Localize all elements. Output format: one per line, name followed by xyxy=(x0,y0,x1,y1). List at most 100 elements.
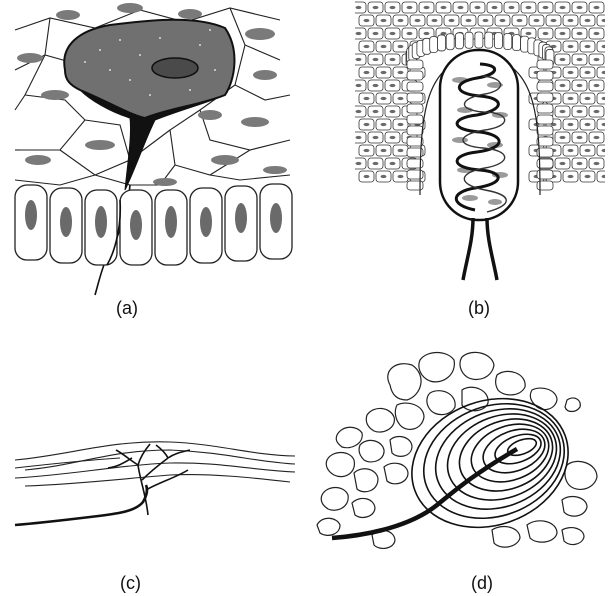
cell-nucleus xyxy=(373,6,379,9)
cell-nucleus xyxy=(449,19,455,22)
cell-nucleus xyxy=(407,6,413,9)
cell-nucleus xyxy=(356,32,362,35)
corpuscle-capsule xyxy=(440,50,518,220)
cell-nucleus xyxy=(577,136,583,139)
cell-nucleus xyxy=(390,6,396,9)
cell-nucleus xyxy=(398,45,404,48)
cell-nucleus xyxy=(551,19,557,22)
cell-nucleus xyxy=(390,32,396,35)
cell-nucleus xyxy=(560,136,566,139)
cell-nucleus xyxy=(373,136,379,139)
cell-nucleus xyxy=(381,19,387,22)
cell-nucleus xyxy=(543,6,549,9)
basal-cell xyxy=(537,60,553,69)
cell-nucleus xyxy=(398,123,404,126)
basal-cell xyxy=(407,115,423,124)
cell-nucleus xyxy=(356,136,362,139)
cell-nucleus xyxy=(585,123,591,126)
cell-nucleus xyxy=(364,149,370,152)
cell-nucleus xyxy=(568,123,574,126)
basal-cell xyxy=(407,60,423,69)
cell-nucleus xyxy=(585,97,591,100)
cell-nucleus xyxy=(424,6,430,9)
cell-nucleus xyxy=(398,149,404,152)
basal-cell xyxy=(475,32,483,48)
meissner-corpuscle-illustration xyxy=(355,0,605,290)
cell-nucleus xyxy=(560,162,566,165)
panel-b xyxy=(355,0,605,290)
cell-nucleus xyxy=(398,19,404,22)
cell-nucleus xyxy=(594,32,600,35)
cell-nucleus xyxy=(364,175,370,178)
cell-nucleus xyxy=(577,84,583,87)
basal-cell xyxy=(407,104,423,113)
basal-cell xyxy=(407,126,423,135)
cell-nucleus xyxy=(364,71,370,74)
cell-nucleus xyxy=(534,19,540,22)
cell-nucleus xyxy=(492,6,498,9)
cell-nucleus xyxy=(568,19,574,22)
cell-nucleus xyxy=(577,58,583,61)
cell-nucleus xyxy=(475,6,481,9)
cell-nucleus xyxy=(568,97,574,100)
cell-nucleus xyxy=(585,149,591,152)
cell-nucleus xyxy=(568,175,574,178)
cell-nucleus xyxy=(390,58,396,61)
cell-nucleus xyxy=(585,19,591,22)
caption-b: (b) xyxy=(468,298,490,319)
cell-nucleus xyxy=(594,136,600,139)
cell-nucleus xyxy=(424,32,430,35)
basal-cell xyxy=(438,35,446,51)
cell-nucleus xyxy=(585,45,591,48)
cell-nucleus xyxy=(364,45,370,48)
cell-nucleus xyxy=(373,162,379,165)
cell-nucleus xyxy=(381,45,387,48)
cell-nucleus xyxy=(560,84,566,87)
basal-cell xyxy=(537,126,553,135)
cell-nucleus xyxy=(509,6,515,9)
cell-nucleus xyxy=(526,6,532,9)
cell-nucleus xyxy=(543,32,549,35)
cell-nucleus xyxy=(483,19,489,22)
basal-cell xyxy=(537,93,553,102)
cell-nucleus xyxy=(356,84,362,87)
cell-nucleus xyxy=(560,32,566,35)
basal-cell xyxy=(465,32,473,48)
cell-nucleus xyxy=(577,110,583,113)
cell-nucleus xyxy=(356,162,362,165)
cell-nucleus xyxy=(356,58,362,61)
cell-nucleus xyxy=(390,84,396,87)
basal-cell xyxy=(494,33,502,49)
cell-nucleus xyxy=(560,6,566,9)
cell-nucleus xyxy=(398,97,404,100)
nerve-fiber-c xyxy=(15,485,147,525)
cell-nucleus xyxy=(373,110,379,113)
cell-nucleus xyxy=(373,58,379,61)
basal-cell xyxy=(446,34,454,50)
caption-c: (c) xyxy=(120,573,141,594)
cell-nucleus xyxy=(577,32,583,35)
basal-cell xyxy=(513,35,521,51)
cell-nucleus xyxy=(364,123,370,126)
cell-nucleus xyxy=(381,175,387,178)
basal-cell xyxy=(407,93,423,102)
cell-nucleus xyxy=(594,162,600,165)
cell-nucleus xyxy=(526,32,532,35)
cell-nucleus xyxy=(398,175,404,178)
cell-nucleus xyxy=(594,110,600,113)
panel-d xyxy=(312,345,608,560)
cell-nucleus xyxy=(364,97,370,100)
cell-nucleus xyxy=(517,19,523,22)
cell-nucleus xyxy=(432,19,438,22)
cell-nucleus xyxy=(585,175,591,178)
caption-d: (d) xyxy=(471,573,493,594)
cell-nucleus xyxy=(373,32,379,35)
basal-cell xyxy=(504,33,512,49)
cell-nucleus xyxy=(390,136,396,139)
cell-nucleus xyxy=(390,162,396,165)
basal-cell xyxy=(537,82,553,91)
cell-nucleus xyxy=(381,149,387,152)
basal-cell xyxy=(407,82,423,91)
cell-nucleus xyxy=(373,84,379,87)
cell-nucleus xyxy=(568,45,574,48)
